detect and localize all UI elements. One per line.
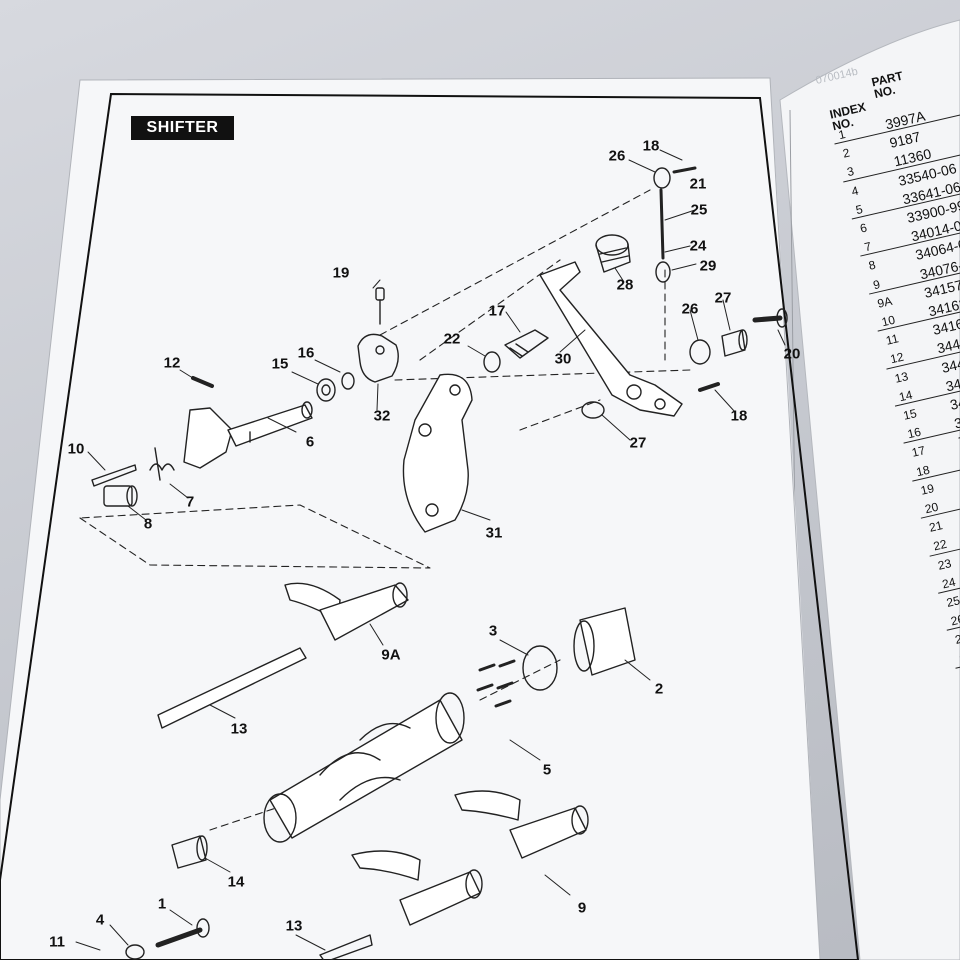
callout-26-upper: 26 (681, 300, 699, 318)
callout-23: 24 (689, 237, 707, 255)
callout-30: 30 (554, 350, 572, 368)
washer-21-drawing (483, 351, 501, 373)
washer-4-drawing (125, 944, 145, 960)
callout-9: 9 (577, 899, 587, 917)
washer-15-drawing (316, 378, 336, 402)
callout-8: 8 (143, 515, 153, 533)
callout-6: 6 (305, 433, 315, 451)
callout-19: 19 (332, 264, 350, 282)
callout-11: 11 (49, 933, 65, 951)
callout-15: 15 (271, 355, 289, 373)
callout-26-lower: 27 (629, 434, 647, 452)
washer-26-upper-drawing (689, 339, 711, 365)
callout-9a: 9A (381, 646, 401, 664)
shift-linkage-drawing (653, 166, 697, 283)
callout-24: 25 (690, 201, 708, 219)
callout-29: 29 (699, 257, 717, 275)
section-title: SHIFTER (131, 116, 234, 140)
callout-13-lower: 13 (285, 917, 303, 935)
callout-7: 7 (185, 493, 195, 511)
callout-1: 1 (157, 895, 167, 913)
callout-22: 21 (689, 175, 707, 193)
rod-13-lower-drawing (319, 934, 373, 960)
callout-18-lower: 18 (730, 407, 748, 425)
rod-13-drawing (157, 647, 307, 729)
callout-12: 12 (163, 354, 181, 372)
forks-9-drawing (351, 790, 589, 926)
callout-2: 2 (654, 680, 664, 698)
callout-27: 27 (714, 289, 732, 307)
bushing-8-drawing (103, 485, 138, 507)
callout-28: 28 (616, 276, 634, 294)
ring-3-drawing (522, 645, 558, 691)
screw-18-lower-drawing (698, 382, 720, 392)
screw-19-drawing (375, 287, 385, 325)
callout-31: 31 (485, 524, 503, 542)
clamp-32-drawing (357, 333, 399, 383)
shift-drum-5-drawing (263, 692, 465, 843)
fork-9a-drawing (284, 582, 409, 641)
callout-4: 4 (95, 911, 105, 929)
callout-32: 32 (373, 407, 391, 425)
bearing-2-drawing (573, 607, 636, 676)
pin-10-drawing (91, 464, 137, 487)
callout-17: 17 (488, 302, 506, 320)
callout-18-top: 18 (642, 137, 660, 155)
callout-25: 26 (608, 147, 626, 165)
bracket-31-drawing (402, 373, 473, 533)
callout-20: 20 (783, 345, 801, 363)
shifter-shaft-6-drawing (183, 401, 313, 469)
callout-5: 5 (542, 761, 552, 779)
callout-21: 22 (443, 330, 461, 348)
callout-13: 13 (230, 720, 248, 738)
shift-lever-30-drawing (539, 261, 683, 417)
pin-12-drawing (191, 376, 214, 388)
bushing-14-drawing (171, 835, 208, 869)
callout-10: 10 (67, 440, 85, 458)
callout-14: 14 (227, 873, 245, 891)
bolt-20-drawing (752, 308, 788, 328)
drum-pins-drawing (476, 659, 516, 708)
spring-7-drawing (149, 447, 175, 481)
bolt-1-drawing (155, 927, 203, 948)
callout-3: 3 (488, 622, 498, 640)
callout-16: 16 (297, 344, 315, 362)
peg-28-drawing (595, 234, 631, 273)
leader-lines (75, 149, 786, 951)
washer-26-lower-drawing (581, 401, 605, 419)
bushing-27-drawing (721, 329, 748, 357)
bolt-17-drawing (504, 329, 549, 359)
assembly-guide-lines (79, 189, 691, 831)
ring-16-drawing (341, 372, 355, 390)
